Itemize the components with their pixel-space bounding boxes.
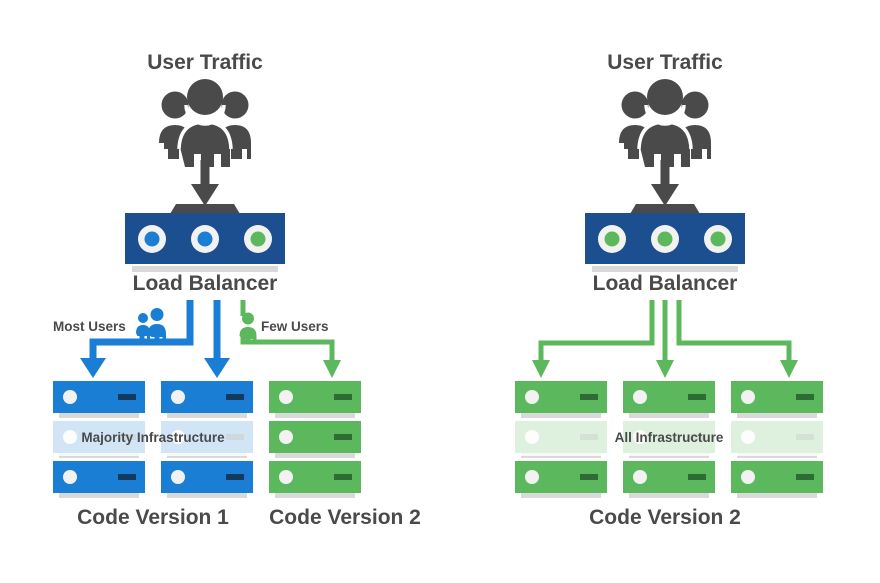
majority-infrastructure-label: Majority Infrastructure [81, 430, 225, 445]
traffic-arrow-left [191, 160, 219, 206]
server-unit [161, 461, 253, 498]
left-panel: User Traffic Loa [49, 51, 421, 529]
user-traffic-label-left: User Traffic [147, 51, 263, 74]
server-unit [161, 381, 253, 418]
light-3-green [710, 231, 726, 247]
light-2-green [657, 231, 673, 247]
load-balancer-shadow [592, 266, 738, 272]
server-unit [269, 381, 361, 418]
light-3-green [250, 231, 266, 247]
server-unit [53, 381, 145, 418]
server-unit [731, 381, 823, 418]
code-version-1-label: Code Version 1 [77, 506, 229, 529]
user-traffic-label-right: User Traffic [607, 51, 723, 74]
server-unit [269, 461, 361, 498]
code-version-2-label-right: Code Version 2 [589, 506, 741, 529]
load-balancer-label-right: Load Balancer [593, 272, 738, 295]
light-1-blue [144, 231, 160, 247]
server-column-left-3[interactable] [269, 381, 361, 498]
most-users-label: Most Users [53, 319, 126, 334]
arrow-most-users-col1 [89, 300, 194, 362]
users-group-icon-left [159, 79, 251, 167]
server-unit [53, 461, 145, 498]
server-unit [515, 461, 607, 498]
most-users-tag: Most Users [50, 308, 185, 342]
load-balancer-right[interactable] [585, 204, 745, 272]
server-unit [731, 461, 823, 498]
load-balancer-shadow [132, 266, 278, 272]
routing-arrows-right [532, 300, 798, 378]
server-unit [623, 461, 715, 498]
right-panel: User Traffic Load Balancer [511, 51, 827, 529]
light-2-blue [197, 231, 213, 247]
server-unit [623, 381, 715, 418]
all-infrastructure-label: All Infrastructure [615, 430, 724, 445]
few-users-label: Few Users [261, 319, 329, 334]
code-version-2-label-left: Code Version 2 [269, 506, 421, 529]
arrow-to-col1 [538, 300, 655, 364]
few-users-tag: Few Users [232, 312, 342, 344]
server-unit [515, 381, 607, 418]
server-unit [269, 421, 361, 458]
traffic-arrow-right [651, 160, 679, 206]
load-balancer-label-left: Load Balancer [133, 272, 278, 295]
load-balancer-lights-right [598, 225, 732, 253]
light-1-green [604, 231, 620, 247]
load-balancer-top-plate [630, 204, 700, 214]
all-infrastructure-band: All Infrastructure [511, 418, 827, 456]
load-balancer-top-plate [170, 204, 240, 214]
majority-infrastructure-band: Majority Infrastructure [49, 418, 257, 456]
arrow-to-col3 [676, 300, 792, 364]
load-balancer-left[interactable] [125, 204, 285, 272]
load-balancer-lights-left [138, 225, 272, 253]
users-group-icon-right [619, 79, 711, 167]
